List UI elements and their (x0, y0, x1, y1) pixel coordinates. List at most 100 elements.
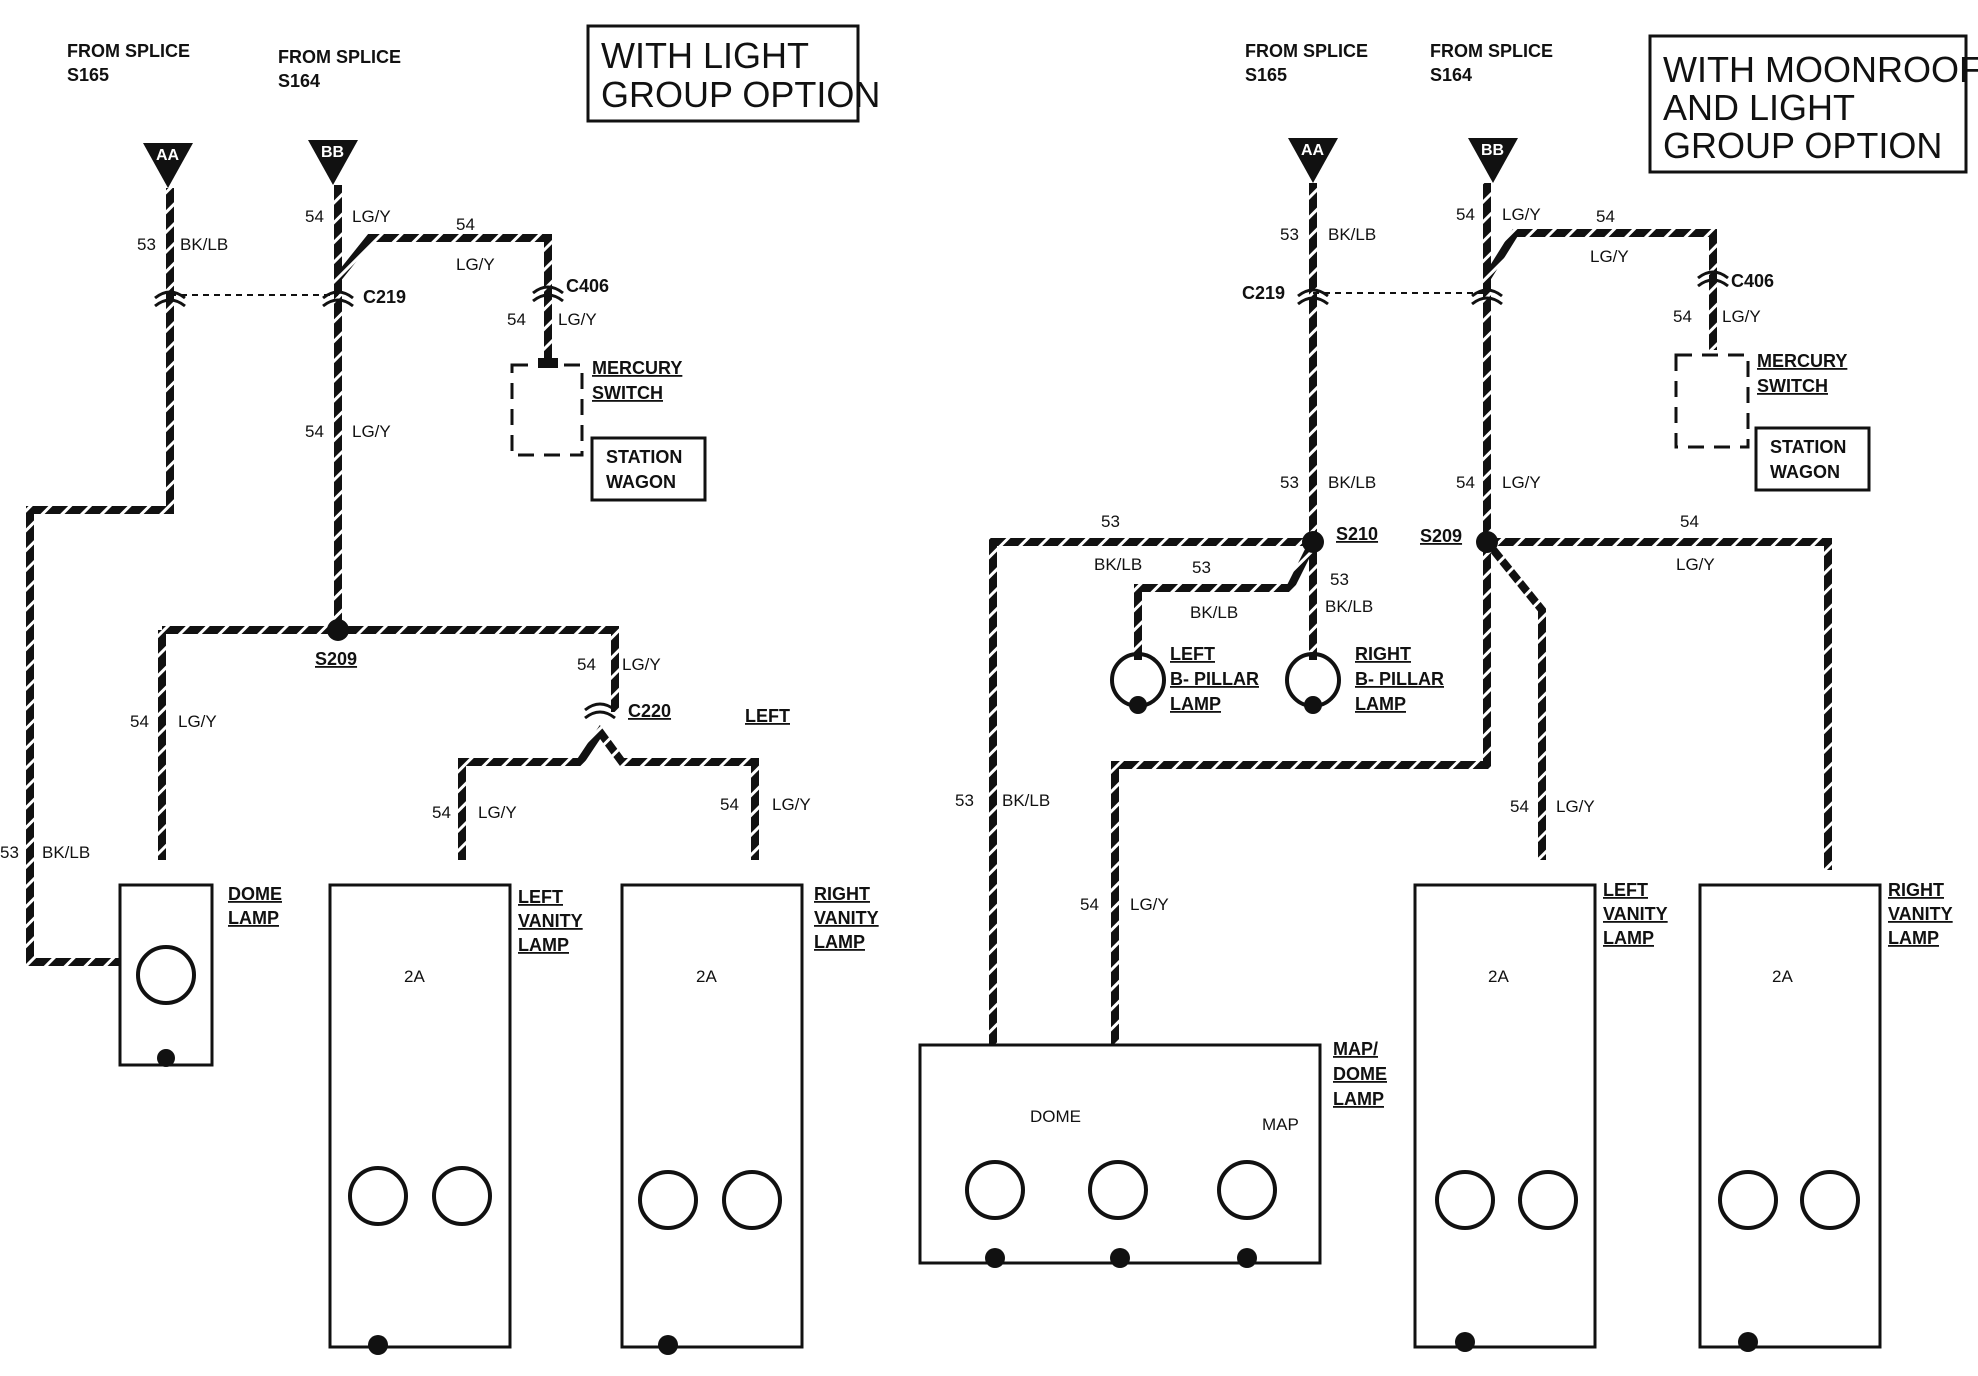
option-title-line-2: GROUP OPTION (601, 74, 880, 115)
wire-color: BK/LB (180, 235, 228, 254)
wire-num: 53 (1101, 512, 1120, 531)
bb-tag-text: BB (321, 144, 344, 161)
fuse-2a-label: 2A (696, 967, 717, 986)
right-vanity-lamp-box (1698, 883, 1882, 1349)
wire-num: 54 (1456, 473, 1475, 492)
wire-color: BK/LB (1094, 555, 1142, 574)
wire-color: LG/Y (352, 422, 391, 441)
station-wagon-box (1754, 426, 1871, 492)
map-switch-label: MAP (1262, 1115, 1299, 1134)
wire-num: 54 (1673, 307, 1692, 326)
c406-connector (532, 285, 564, 303)
bb-connector-tag (308, 140, 358, 185)
aa-tag-text: AA (156, 147, 180, 164)
dome-ground-dot (157, 1049, 175, 1067)
map-dome-ground-3 (1237, 1248, 1257, 1268)
fuse-2a-label: 2A (404, 967, 425, 986)
left-vanity-label-1: LEFT (1603, 880, 1648, 900)
right-vanity-bulb-1 (638, 1170, 698, 1230)
right-vanity-bulb-2 (1800, 1170, 1860, 1230)
station-wagon-box (590, 436, 707, 502)
wire-color: LG/Y (1590, 247, 1629, 266)
aa-tag-text: AA (1301, 142, 1325, 159)
left-bpillar-label-2: B- PILLAR (1170, 669, 1259, 689)
right-bpillar-label-2: B- PILLAR (1355, 669, 1444, 689)
wire-54-s209-bus (162, 626, 619, 712)
dome-lamp-label-2: LAMP (228, 908, 279, 928)
c406-label: C406 (566, 276, 609, 296)
wire-num: 53 (1280, 225, 1299, 244)
left-vanity-label-2: VANITY (518, 911, 583, 931)
wire-num: 54 (1080, 895, 1099, 914)
station-wagon-label-1: STATION (606, 447, 682, 467)
wire-53-aa-to-dome (26, 188, 174, 966)
wire-color: LG/Y (772, 795, 811, 814)
c219-connector-left (154, 290, 186, 308)
dome-lamp-bulb (136, 945, 196, 1005)
splice-s164-id: S164 (1430, 65, 1472, 85)
aa-connector-tag (1288, 138, 1338, 183)
wire-num: 54 (720, 795, 739, 814)
right-vanity-ground (1738, 1332, 1758, 1352)
wire-54-to-c406 (334, 234, 552, 365)
right-vanity-label-3: LAMP (814, 932, 865, 952)
left-vanity-label-3: LAMP (1603, 928, 1654, 948)
bb-tag-text: BB (1481, 142, 1504, 159)
wire-num: 54 (432, 803, 451, 822)
wire-num: 53 (0, 843, 19, 862)
splice-s210-dot (1302, 531, 1324, 553)
c220-label: C220 (628, 701, 671, 721)
left-bpillar-label-3: LAMP (1170, 694, 1221, 714)
wire-num: 54 (1456, 205, 1475, 224)
left-bpillar-ground (1129, 696, 1147, 714)
station-wagon-label-2: WAGON (1770, 462, 1840, 482)
wire-53-left-bpillar (1134, 540, 1317, 660)
left-vanity-bulb-2 (432, 1166, 492, 1226)
right-bpillar-ground (1304, 696, 1322, 714)
from-splice-s164-label: FROM SPLICE (278, 47, 401, 67)
splice-s209-dot (1476, 531, 1498, 553)
from-splice-s164-label: FROM SPLICE (1430, 41, 1553, 61)
wire-54-to-c406 (1483, 229, 1717, 350)
c220-connector (584, 702, 616, 720)
left-diagram-light-group: FROM SPLICE S165 FROM SPLICE S164 WITH L… (0, 24, 880, 1355)
wire-num: 53 (955, 791, 974, 810)
wire-num: 54 (130, 712, 149, 731)
map-dome-ground-2 (1110, 1248, 1130, 1268)
left-vanity-ground (368, 1335, 388, 1355)
map-dome-label-1: MAP/ (1333, 1039, 1378, 1059)
splice-s164-id: S164 (278, 71, 320, 91)
left-vanity-bulb-2 (1518, 1170, 1578, 1230)
wire-color: BK/LB (1002, 791, 1050, 810)
bb-connector-tag (1468, 138, 1518, 183)
mercury-label-2: SWITCH (1757, 376, 1828, 396)
wire-color: BK/LB (1328, 225, 1376, 244)
wire-color: BK/LB (1328, 473, 1376, 492)
wire-color: LG/Y (1676, 555, 1715, 574)
wire-num: 54 (1510, 797, 1529, 816)
right-vanity-label-2: VANITY (814, 908, 879, 928)
map-dome-label-3: LAMP (1333, 1089, 1384, 1109)
aa-connector-tag (143, 143, 193, 188)
mercury-label-1: MERCURY (592, 358, 682, 378)
splice-s165-id: S165 (1245, 65, 1287, 85)
c219-label: C219 (363, 287, 406, 307)
c219-label: C219 (1242, 283, 1285, 303)
wire-54-right-vanity (1487, 538, 1832, 870)
c219-connector-right (1471, 288, 1503, 306)
wire-color: BK/LB (1325, 597, 1373, 616)
wire-color: LG/Y (456, 255, 495, 274)
map-dome-lamp-box (918, 1043, 1322, 1265)
left-vanity-bulb-1 (1435, 1170, 1495, 1230)
wire-53-to-map-dome (989, 538, 1313, 1045)
dome-switch-label: DOME (1030, 1107, 1081, 1126)
wire-num: 54 (305, 207, 324, 226)
c406-connector (1697, 270, 1729, 288)
mercury-switch-terminal (538, 358, 558, 368)
wire-num: 53 (1280, 473, 1299, 492)
right-vanity-bulb-2 (722, 1170, 782, 1230)
wire-color: BK/LB (1190, 603, 1238, 622)
mercury-switch-box (510, 363, 584, 457)
map-dome-bulb-3 (1217, 1160, 1277, 1220)
